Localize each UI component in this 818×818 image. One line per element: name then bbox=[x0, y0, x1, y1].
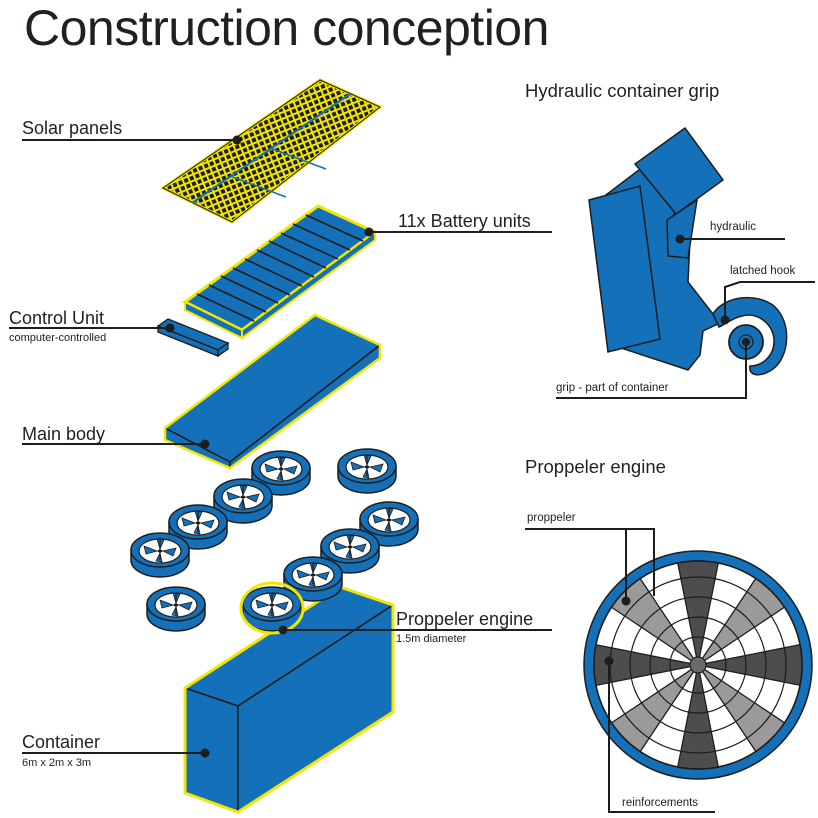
label-control-unit: Control Unit bbox=[9, 308, 105, 328]
label-reinforcements: reinforcements bbox=[622, 797, 699, 809]
reinforcement-ring bbox=[629, 596, 767, 734]
label-main-body: Main body bbox=[22, 424, 106, 444]
label-container-sub: 6m x 2m x 3m bbox=[22, 757, 92, 769]
engine-leader-lines bbox=[525, 528, 715, 813]
label-grip-part-of-container: grip - part of container bbox=[556, 382, 669, 394]
label-control-unit-sub: computer-controlled bbox=[9, 332, 107, 344]
solar-panels-illustration bbox=[160, 78, 383, 224]
engine-rim bbox=[593, 560, 803, 770]
section-title-grip: Hydraulic container grip bbox=[525, 80, 720, 101]
grip-leader-lines bbox=[556, 238, 815, 399]
label-proppeler: proppeler bbox=[527, 512, 576, 524]
label-hydraulic: hydraulic bbox=[710, 221, 757, 233]
hydraulic-grip-illustration bbox=[588, 126, 788, 376]
section-title-engine: Proppeler engine bbox=[525, 456, 666, 477]
label-solar-panels: Solar panels bbox=[22, 118, 123, 138]
label-propeller-engine: Proppeler engine bbox=[396, 609, 534, 629]
label-battery-units: 11x Battery units bbox=[398, 211, 531, 231]
battery-units-illustration bbox=[182, 204, 378, 340]
page-title: Construction conception bbox=[24, 0, 549, 56]
label-latched-hook: latched hook bbox=[730, 265, 796, 277]
left-leader-lines bbox=[9, 139, 552, 754]
label-container: Container bbox=[22, 732, 101, 752]
propeller-cross-section bbox=[583, 550, 813, 780]
reinforcement-ring bbox=[669, 636, 727, 694]
label-propeller-engine-sub: 1.5m diameter bbox=[396, 633, 467, 645]
propeller-engines-illustration bbox=[130, 448, 419, 635]
main-body-illustration bbox=[163, 313, 382, 470]
reinforcement-ring bbox=[649, 616, 747, 714]
container-illustration bbox=[183, 585, 395, 814]
engine-hub bbox=[689, 656, 707, 674]
control-unit-illustration bbox=[156, 318, 230, 358]
